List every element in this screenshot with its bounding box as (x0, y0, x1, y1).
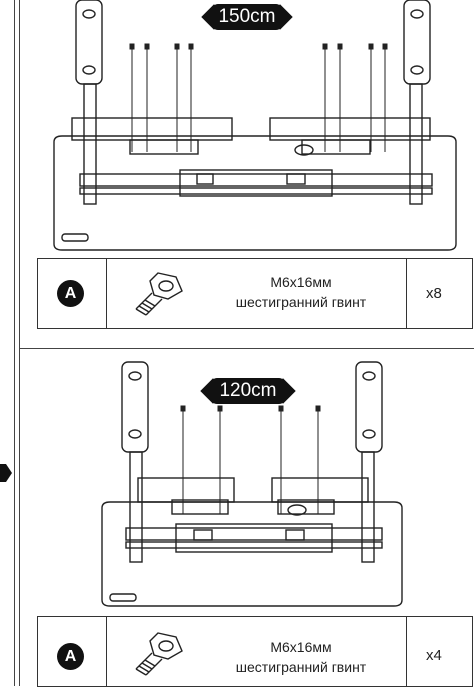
part-letter-badge: A (57, 643, 84, 670)
letter-cell (38, 259, 107, 328)
part-size: M6x16мм (270, 639, 332, 655)
part-letter-badge: A (57, 280, 84, 307)
part-description: шестигранний гвинт (235, 294, 367, 310)
part-letter: A (64, 647, 77, 665)
parts-row-150: A M6x16мм шестигранний гвинт x8 (37, 258, 473, 329)
width-label: 150cm (218, 6, 276, 27)
width-label: 120cm (219, 380, 277, 401)
desk-frame-diagram-150 (53, 0, 457, 251)
width-badge-120: 120cm (211, 378, 285, 404)
part-description: шестигранний гвинт (235, 659, 367, 675)
part-cell (106, 259, 407, 328)
margin-rule-right (19, 0, 20, 686)
letter-cell (38, 617, 107, 686)
hex-screw-icon (135, 272, 183, 316)
desk-frame-diagram-120 (101, 361, 403, 607)
hex-screw-icon (135, 632, 183, 676)
part-cell (106, 617, 407, 686)
part-size: M6x16мм (270, 274, 332, 290)
margin-rule-left (14, 0, 15, 686)
part-letter: A (64, 284, 77, 302)
part-name: M6x16мм шестигранний гвинт (206, 272, 396, 312)
parts-row-120: A M6x16мм шестигранний гвинт x4 (37, 616, 473, 687)
part-name: M6x16мм шестигранний гвинт (206, 637, 396, 677)
section-divider (19, 348, 474, 349)
part-quantity: x4 (426, 647, 442, 664)
part-quantity: x8 (426, 285, 442, 302)
width-badge-150: 150cm (212, 4, 282, 30)
step-arrow-icon (0, 464, 12, 482)
